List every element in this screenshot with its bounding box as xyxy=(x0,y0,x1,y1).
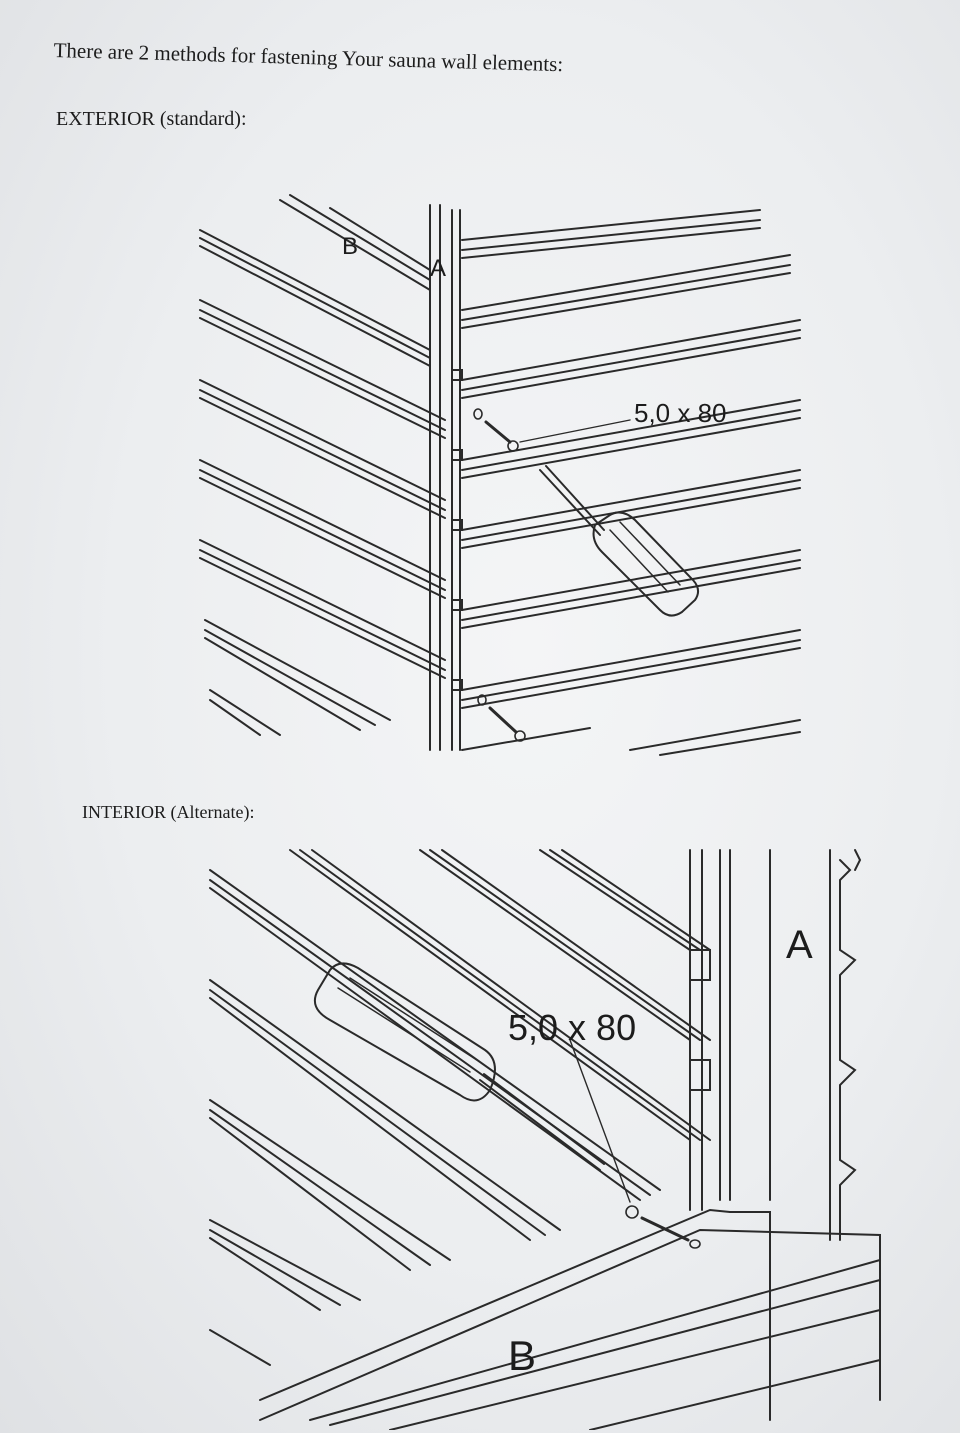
right-wall-planks xyxy=(461,209,801,756)
screw-leader-line xyxy=(569,1039,631,1203)
floor-beam-b xyxy=(259,1208,881,1430)
screw-leader-line xyxy=(519,419,631,443)
interior-heading: INTERIOR (Alternate): xyxy=(82,802,255,822)
exterior-fastening-figure: B A 5,0 x 80 xyxy=(199,194,801,756)
exterior-heading: EXTERIOR (standard): xyxy=(56,108,247,130)
left-wall-planks xyxy=(199,194,446,736)
screwdriver-icon xyxy=(539,465,699,617)
label-a: A xyxy=(786,923,813,967)
corner-post-a xyxy=(429,204,463,751)
label-b: B xyxy=(342,233,358,260)
label-a: A xyxy=(430,255,446,282)
screwdriver-icon xyxy=(314,962,605,1171)
screw-interior xyxy=(625,1205,701,1249)
interior-fastening-figure: A 5,0 x 80 B xyxy=(209,849,881,1430)
wall-planks-diagonal xyxy=(209,849,711,1366)
wall-frame-a xyxy=(689,849,862,1241)
screw-size-label: 5,0 x 80 xyxy=(634,398,727,428)
screw-top xyxy=(473,408,519,452)
screw-size-label: 5,0 x 80 xyxy=(508,1007,636,1048)
screw-bottom xyxy=(477,694,526,742)
label-b: B xyxy=(508,1332,536,1379)
